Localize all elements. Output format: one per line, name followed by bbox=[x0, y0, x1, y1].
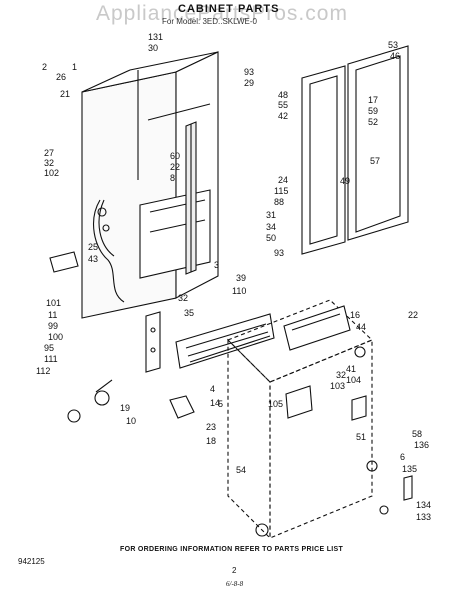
part-callout-59: 59 bbox=[368, 106, 378, 116]
roller-bracket bbox=[169, 395, 195, 419]
center-divider-rail bbox=[185, 121, 197, 275]
part-callout-60: 60 bbox=[170, 151, 180, 161]
part-callout-39: 39 bbox=[236, 273, 246, 283]
part-callout-21: 21 bbox=[60, 89, 70, 99]
part-callout-88: 88 bbox=[274, 197, 284, 207]
part-callout-48: 48 bbox=[278, 90, 288, 100]
part-callout-23: 23 bbox=[206, 422, 216, 432]
part-callout-27: 27 bbox=[44, 148, 54, 158]
part-callout-35: 35 bbox=[184, 308, 194, 318]
part-callout-32: 32 bbox=[336, 370, 346, 380]
part-callout-1: 1 bbox=[72, 62, 77, 72]
part-callout-42: 42 bbox=[278, 111, 288, 121]
part-callout-43: 43 bbox=[88, 254, 98, 264]
part-callout-16: 16 bbox=[350, 310, 360, 320]
part-callout-41: 41 bbox=[346, 364, 356, 374]
part-callout-3: 3 bbox=[214, 260, 219, 270]
part-callout-4: 4 bbox=[210, 384, 215, 394]
part-callout-31: 31 bbox=[266, 210, 276, 220]
part-callout-95: 95 bbox=[44, 343, 54, 353]
part-callout-18: 18 bbox=[206, 436, 216, 446]
part-callout-30: 30 bbox=[148, 43, 158, 53]
part-callout-53: 53 bbox=[388, 40, 398, 50]
part-callout-115: 115 bbox=[274, 186, 288, 196]
part-callout-111: 111 bbox=[44, 354, 58, 364]
part-callout-99: 99 bbox=[48, 321, 58, 331]
part-callout-34: 34 bbox=[266, 222, 276, 232]
part-callout-5: 5 bbox=[218, 399, 223, 409]
caster-wheel bbox=[67, 379, 113, 423]
part-callout-93: 93 bbox=[244, 67, 254, 77]
part-callout-112: 112 bbox=[36, 366, 50, 376]
part-callout-135: 135 bbox=[402, 464, 417, 474]
part-callout-26: 26 bbox=[56, 72, 66, 82]
part-callout-93: 93 bbox=[274, 248, 284, 258]
part-callout-17: 17 bbox=[368, 95, 378, 105]
ordering-info-note: FOR ORDERING INFORMATION REFER TO PARTS … bbox=[120, 546, 344, 553]
part-callout-6: 6 bbox=[400, 452, 405, 462]
base-grille bbox=[175, 313, 275, 369]
part-callout-102: 102 bbox=[44, 168, 59, 178]
part-callout-52: 52 bbox=[368, 117, 378, 127]
part-callout-44: 44 bbox=[356, 322, 366, 332]
part-callout-101: 101 bbox=[46, 298, 61, 308]
part-callout-25: 25 bbox=[88, 242, 98, 252]
thermostat-housing bbox=[255, 346, 413, 537]
part-callout-46: 46 bbox=[390, 51, 400, 61]
part-callout-49: 49 bbox=[340, 176, 350, 186]
part-callout-103: 103 bbox=[330, 381, 345, 391]
part-callout-14: 14 bbox=[210, 398, 220, 408]
part-callout-11: 11 bbox=[48, 310, 57, 320]
document-code: 942125 bbox=[18, 557, 45, 566]
part-callout-10: 10 bbox=[126, 416, 136, 426]
part-callout-104: 104 bbox=[346, 375, 361, 385]
part-callout-29: 29 bbox=[244, 78, 254, 88]
watermark: AppliancePartsPros.com bbox=[96, 2, 348, 25]
lower-compartment-outline bbox=[227, 299, 373, 540]
part-callout-100: 100 bbox=[48, 332, 63, 342]
part-callout-51: 51 bbox=[356, 432, 366, 442]
part-callout-58: 58 bbox=[412, 429, 422, 439]
part-callout-8: 8 bbox=[170, 173, 175, 183]
part-callout-54: 54 bbox=[236, 465, 246, 475]
part-callout-19: 19 bbox=[120, 403, 130, 413]
part-callout-2: 2 bbox=[42, 62, 47, 72]
cabinet-shell bbox=[81, 51, 219, 319]
part-callout-105: 105 bbox=[268, 399, 283, 409]
part-callout-32: 32 bbox=[44, 158, 54, 168]
part-callout-131: 131 bbox=[148, 32, 163, 42]
part-callout-110: 110 bbox=[232, 286, 246, 296]
hinge-bracket bbox=[145, 311, 161, 373]
handwritten-mark: 6/-8-8 bbox=[226, 580, 244, 588]
part-callout-136: 136 bbox=[414, 440, 429, 450]
part-callout-24: 24 bbox=[278, 175, 288, 185]
part-callout-50: 50 bbox=[266, 233, 276, 243]
part-callout-57: 57 bbox=[370, 156, 380, 166]
part-callout-22: 22 bbox=[408, 310, 418, 320]
part-callout-134: 134 bbox=[416, 500, 431, 510]
door-gasket-right bbox=[347, 45, 409, 241]
part-callout-22: 22 bbox=[170, 162, 180, 172]
page-number: 2 bbox=[232, 566, 237, 575]
diagram-title: CABINET PARTS bbox=[178, 3, 280, 15]
door-gasket-left bbox=[301, 65, 346, 255]
part-callout-55: 55 bbox=[278, 100, 288, 110]
part-callout-133: 133 bbox=[416, 512, 431, 522]
diagram-subtitle: For Model: 3ED..SKLWE-0 bbox=[162, 17, 257, 26]
part-callout-32: 32 bbox=[178, 293, 188, 303]
wiring-harness bbox=[49, 199, 125, 303]
drawer-cover bbox=[283, 305, 351, 351]
